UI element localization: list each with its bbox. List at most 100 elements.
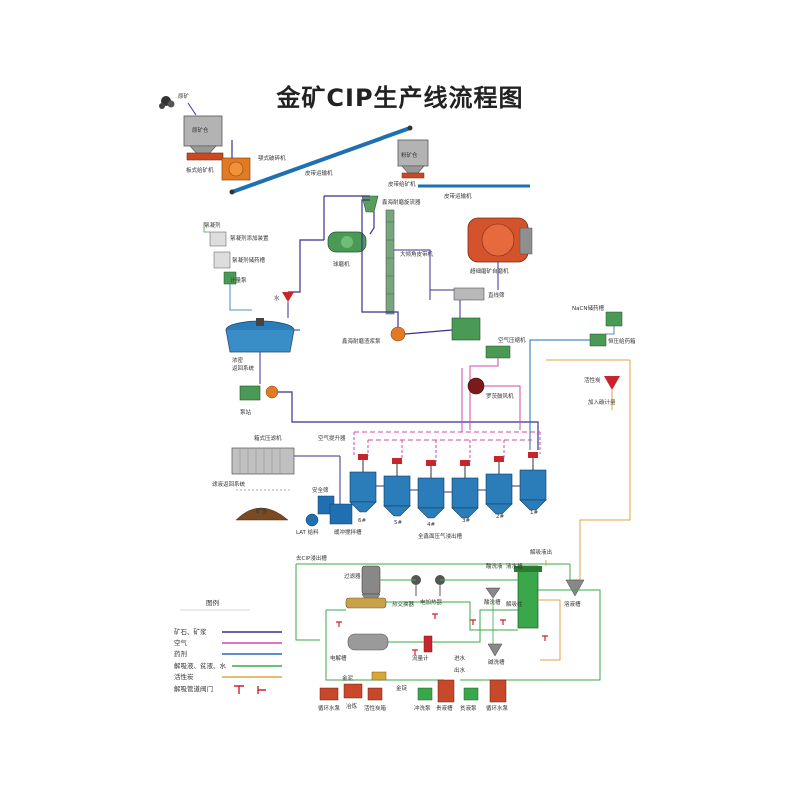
legend-item-ore-label: 矿石、矿浆 xyxy=(174,627,207,636)
legend-item-carbon-label: 活性炭 xyxy=(174,672,194,681)
belt-conveyor-2-label: 皮带运输机 xyxy=(444,192,472,200)
pregnant-tank xyxy=(437,679,455,703)
cip-tank-1-label: 6# xyxy=(358,518,366,524)
air-compressor xyxy=(485,345,511,359)
metering-pump-label: 计量泵 xyxy=(230,276,247,284)
slurry-pump-station xyxy=(239,385,261,401)
electric-heater xyxy=(411,575,445,596)
flocculant-label: 絮凝剂 xyxy=(204,221,221,229)
nacn-tank xyxy=(605,311,623,327)
air-compressor-label: 空气压缩机 xyxy=(498,336,526,344)
desorption-column xyxy=(517,565,539,629)
cyclone-label: 鑫海耐磨旋流器 xyxy=(382,198,421,206)
lean-pump xyxy=(463,687,479,701)
roots-blower-label: 罗茨鼓风机 xyxy=(486,392,514,400)
legend-title: 图例 xyxy=(206,598,219,607)
gold-bar-label: 金锭 xyxy=(396,684,408,692)
jaw-crusher-label: 颚式破碎机 xyxy=(258,154,286,162)
cyclone xyxy=(361,195,379,213)
valve-icons xyxy=(336,613,548,655)
heat-exchanger-label: 热交换器 xyxy=(392,600,415,608)
raw-ore-icon xyxy=(159,96,175,109)
lean-pump-label: 贫液泵 xyxy=(460,704,477,712)
acid-wash-tank xyxy=(485,587,501,599)
desorption-column-label: 解吸柱 xyxy=(506,600,523,608)
legend-item-air-label: 空气 xyxy=(174,638,188,647)
belt-conveyor-1-label: 皮带运输机 xyxy=(305,169,333,177)
raw-ore-label: 原矿 xyxy=(178,92,190,100)
buffer-tank-label: 缓冲搅拌槽 xyxy=(334,528,362,536)
cip-tank-4 xyxy=(451,460,479,519)
filter xyxy=(361,565,381,595)
fine-ore-bin xyxy=(397,139,429,167)
water-label: 水 xyxy=(274,294,280,302)
flocculant-dosing xyxy=(209,231,227,247)
cip-tank-4-label: 3# xyxy=(462,518,470,524)
filter-return-label: 滤液返回系统 xyxy=(212,480,246,488)
thickener-label-2: 返回系统 xyxy=(232,364,255,372)
tailings-pile xyxy=(235,507,289,521)
carbon-box xyxy=(367,687,383,701)
cip-tank-5 xyxy=(485,456,513,515)
gold-mud-label: 金泥 xyxy=(342,674,354,682)
pulp-pump xyxy=(390,326,406,342)
ball-mill-label: 球磨机 xyxy=(333,260,350,268)
filter-press xyxy=(231,447,295,475)
air-lift-label: 空气提升器 xyxy=(318,434,346,442)
slurry-pump-label: 泵站 xyxy=(240,408,252,416)
acid-wash-label: 酸洗槽 xyxy=(484,598,501,606)
incline-belt xyxy=(385,209,395,315)
incline-belt-label: 大倾角皮带机 xyxy=(400,250,434,258)
tee-2-label: 出水 xyxy=(454,666,466,674)
pregnant-tank-label: 贵液槽 xyxy=(436,704,453,712)
cip-tank-2 xyxy=(383,458,411,517)
tailings-label: 矿渣 xyxy=(256,507,268,515)
desorb-out-label: 解吸液出 xyxy=(530,548,552,556)
rinse-pump xyxy=(417,687,433,701)
constant-level-tank-label: 恒压给药箱 xyxy=(608,337,636,345)
alkali-wash-label: 碱洗槽 xyxy=(488,658,505,666)
legend: 矿石、矿浆 空气 药剂 解吸液、贫液、水 活性炭 解吸管道阀门 xyxy=(174,627,282,694)
flow-meter xyxy=(423,635,433,653)
alkali-wash-tank xyxy=(487,643,503,657)
acid-tank-label: 酸洗液 xyxy=(486,562,503,570)
circulating-pump-label: 循环水泵 xyxy=(318,704,341,712)
electrolytic-cell-label: 电解槽 xyxy=(330,654,347,662)
lime-pump-label: LAT 给料 xyxy=(296,528,319,536)
diagram-title: 金矿CIP生产线流程图 xyxy=(276,84,524,112)
raw-ore-bin xyxy=(183,115,223,147)
sump xyxy=(451,317,481,341)
legend-item-reagent-label: 药剂 xyxy=(174,649,187,658)
cip-tank-6-label: 1# xyxy=(530,510,538,516)
lime-pump xyxy=(305,513,319,527)
flocculant-tank xyxy=(213,251,231,269)
circulating-pump xyxy=(319,687,339,701)
fine-ore-bin-label: 粉矿仓 xyxy=(401,151,418,159)
linear-screen-label: 直线筛 xyxy=(488,291,505,299)
smelting-label: 冶炼 xyxy=(346,702,358,710)
heat-exchanger xyxy=(345,597,387,609)
cip-tanks-label: 全鑫面压气浸出槽 xyxy=(418,532,463,540)
flow-meter-label: 流量计 xyxy=(412,654,429,662)
belt-conveyor-1 xyxy=(230,126,412,194)
rinse-pump-label: 冲洗泵 xyxy=(414,704,431,712)
flocculant-dosing-label: 絮凝剂添加装置 xyxy=(230,234,269,242)
water-funnel-icon xyxy=(282,292,294,302)
tee-1-label: 进水 xyxy=(454,654,466,662)
raw-ore-bin-label: 原矿仓 xyxy=(192,126,209,134)
cip-tank-3 xyxy=(417,460,445,519)
buffer-tank xyxy=(329,503,353,525)
cip-tank-6 xyxy=(519,452,547,511)
cip-tank-2-label: 5# xyxy=(394,520,402,526)
flocculant-tank-label: 絮凝剂储药槽 xyxy=(232,256,266,264)
legend-item-valve-swatch xyxy=(234,685,266,694)
roots-blower xyxy=(467,377,485,395)
constant-level-tank xyxy=(589,333,607,347)
legend-item-valve-label: 解吸管道阀门 xyxy=(174,684,213,693)
electrolytic-cell xyxy=(347,633,389,651)
legend-item-solution-label: 解吸液、贫液、水 xyxy=(174,661,227,670)
barren-tank xyxy=(489,679,507,703)
barren-tank-label: 循环水泵 xyxy=(486,704,509,712)
carbon-funnel-icon xyxy=(604,376,620,390)
